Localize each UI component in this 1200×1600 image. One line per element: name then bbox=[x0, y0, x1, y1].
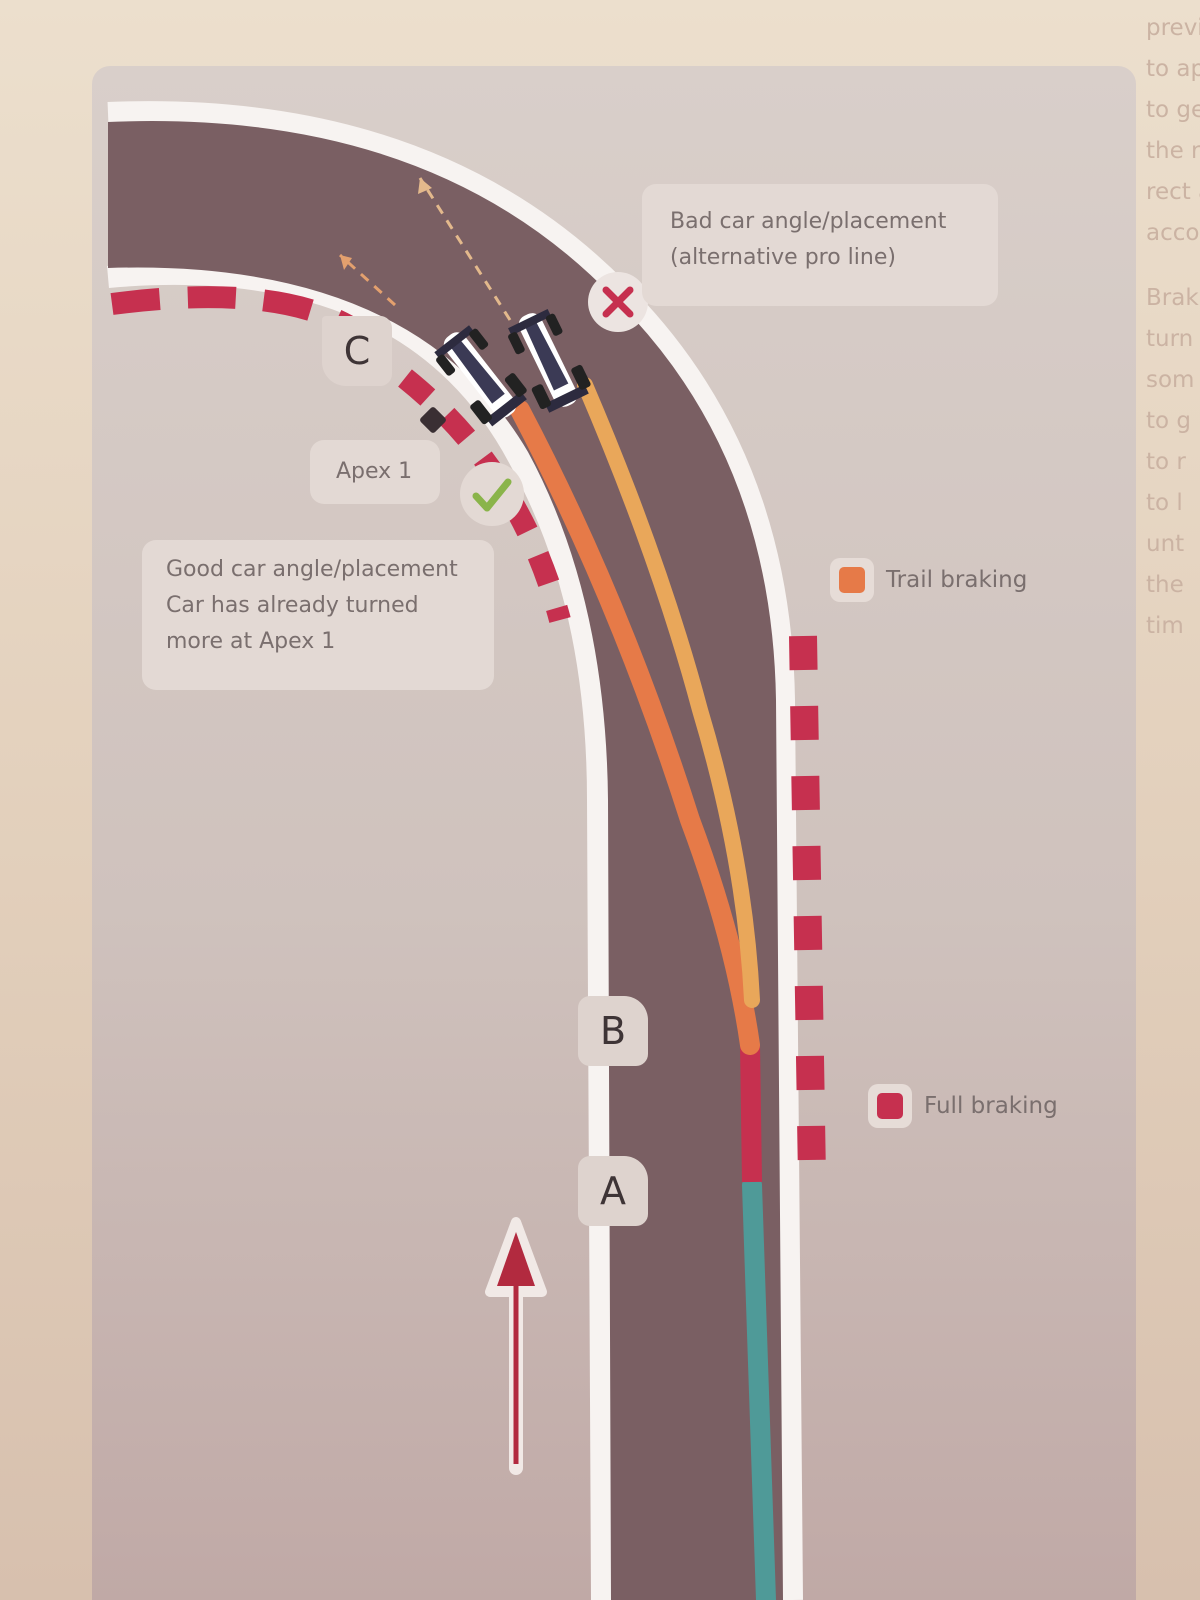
legend-trail-braking: Trail braking bbox=[830, 558, 1027, 602]
page-text-fragment: tim bbox=[1146, 613, 1184, 639]
page-text-column-top: previou to ape to get the ri rect a accor bbox=[1146, 8, 1200, 254]
legend-swatch-frame bbox=[868, 1084, 912, 1128]
page-text-fragment: the ri bbox=[1146, 138, 1200, 164]
page-text-fragment: to l bbox=[1146, 490, 1183, 516]
page-text-fragment: turn bbox=[1146, 326, 1194, 352]
page-text-fragment: to g bbox=[1146, 408, 1192, 434]
apex-label-text: Apex 1 bbox=[336, 459, 413, 484]
good-callout-line-1: Good car angle/placement bbox=[166, 557, 458, 582]
heading-hint-good-arrowhead bbox=[340, 255, 352, 270]
kerb-outer-straight bbox=[789, 635, 826, 1179]
page-text-fragment: to get bbox=[1146, 97, 1200, 123]
trail-braking-line-good bbox=[510, 400, 760, 1055]
kerb-inner-corner bbox=[398, 369, 571, 623]
race-car-icon bbox=[434, 325, 527, 427]
approach-line bbox=[742, 1175, 776, 1600]
marker-a: A bbox=[578, 1156, 648, 1226]
good-callout-line-2: Car has already turned bbox=[166, 593, 419, 618]
apex-diamond-icon bbox=[420, 407, 446, 433]
full-braking-swatch bbox=[877, 1093, 903, 1119]
page-text-fragment: Brak bbox=[1146, 285, 1199, 311]
page-text-column-middle: Brak turn som to g to r to l unt the tim bbox=[1146, 278, 1200, 647]
bad-placement-callout: Bad car angle/placement (alternative pro… bbox=[642, 184, 998, 306]
marker-b: B bbox=[578, 996, 648, 1066]
page-text-fragment: the bbox=[1146, 572, 1184, 598]
race-car-icon bbox=[508, 309, 591, 413]
trail-braking-line-alternative bbox=[577, 377, 760, 1008]
full-braking-line bbox=[740, 1044, 762, 1183]
heading-hint-good bbox=[338, 253, 397, 307]
trail-braking-swatch bbox=[839, 567, 865, 593]
page-text-fragment: previou bbox=[1146, 15, 1200, 41]
track-surface bbox=[108, 121, 783, 1600]
legend-full-braking: Full braking bbox=[868, 1084, 1058, 1128]
track-edge-inner bbox=[107, 262, 613, 1600]
page-text-fragment: rect a bbox=[1146, 179, 1200, 205]
heading-hint-bad-arrowhead bbox=[418, 178, 432, 194]
bad-callout-line-1: Bad car angle/placement bbox=[670, 209, 947, 234]
check-icon bbox=[472, 478, 512, 512]
marker-c: C bbox=[322, 316, 392, 386]
apex-label: Apex 1 bbox=[310, 440, 440, 504]
x-icon bbox=[602, 286, 634, 318]
page-text-fragment: accor bbox=[1146, 220, 1200, 246]
arrow-up-icon bbox=[485, 1217, 547, 1475]
page-text-fragment: to ape bbox=[1146, 56, 1200, 82]
good-placement-callout: Good car angle/placement Car has already… bbox=[142, 540, 494, 690]
page-text-fragment: unt bbox=[1146, 531, 1185, 557]
legend-swatch-frame bbox=[830, 558, 874, 602]
good-placement-badge bbox=[460, 462, 524, 526]
page-text-fragment: to r bbox=[1146, 449, 1186, 475]
trail-braking-label: Trail braking bbox=[886, 567, 1028, 593]
page-text-fragment: som bbox=[1146, 367, 1195, 393]
good-callout-line-3: more at Apex 1 bbox=[166, 629, 336, 654]
full-braking-label: Full braking bbox=[924, 1093, 1058, 1119]
bad-callout-line-2: (alternative pro line) bbox=[670, 245, 896, 270]
